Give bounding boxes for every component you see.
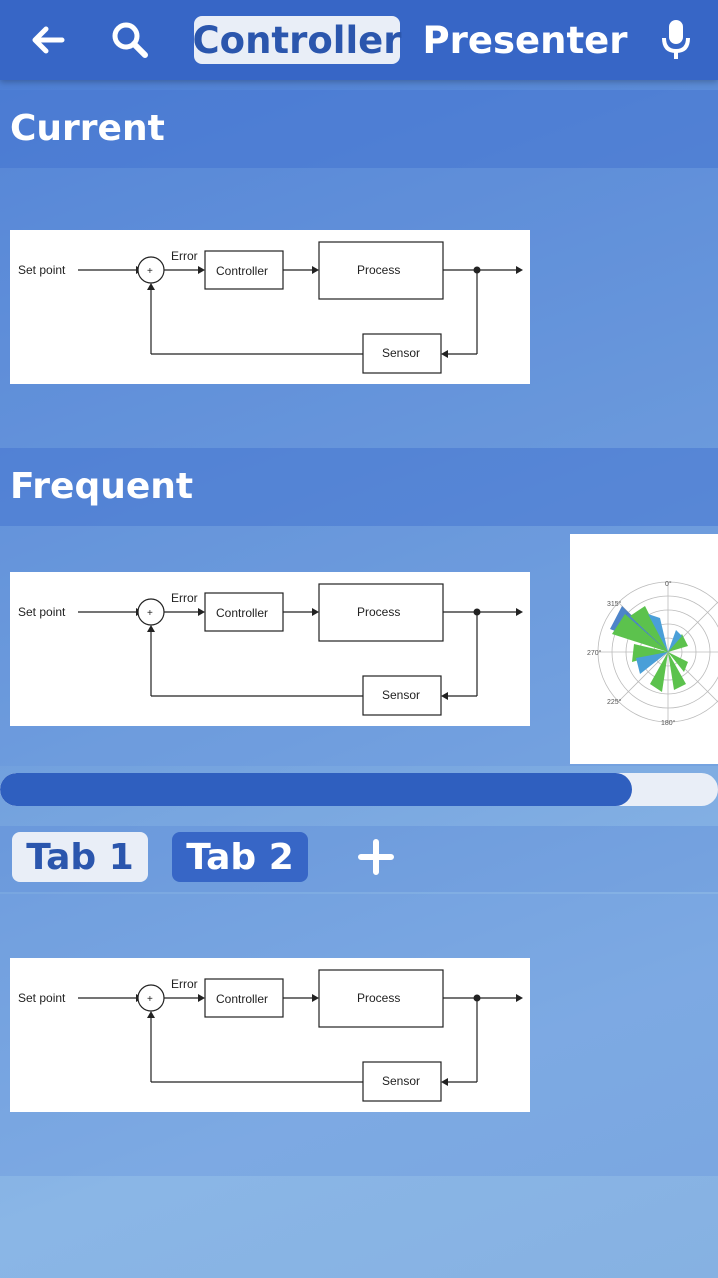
diagram-controller-label: Controller [216,992,268,1006]
search-button[interactable] [104,14,156,66]
current-section-header: Current [0,90,718,168]
diagram-set-point: Set point [18,605,66,619]
diagram-sensor-label: Sensor [382,346,420,360]
diagram-error-label: Error [171,249,198,263]
current-title: Current [10,108,165,149]
polar-label-225: 225° [607,698,622,706]
controller-block [204,592,284,632]
tab-controller[interactable]: Controller [192,16,402,64]
polar-chart-thumbnail[interactable]: 0° 315° 270° 225° 180° [570,534,718,764]
tab-1-label: Tab 1 [26,836,134,878]
tab-presenter[interactable]: Presenter [423,16,628,64]
diagram-controller-label: Controller [216,606,268,620]
polar-wedges [610,606,688,692]
search-icon [112,22,148,58]
summing-plus: + [147,608,153,619]
tab-2-label: Tab 2 [186,836,294,878]
frequent-section-header: Frequent [0,448,718,526]
process-block [318,969,444,1028]
tab-diagram-thumbnail[interactable]: Set point + Error Controller Process Sen… [10,958,530,1112]
microphone-button[interactable] [650,14,702,66]
frequent-diagram-thumbnail[interactable]: Set point + Error Controller Process Sen… [10,572,530,726]
controller-block [204,978,284,1018]
plus-icon [358,839,394,875]
top-app-bar: Controller Presenter [0,0,718,80]
horizontal-scrollbar[interactable] [0,773,718,806]
diagram-controller-label: Controller [216,264,268,278]
tab-controller-label: Controller [192,18,402,62]
summing-plus: + [147,994,153,1005]
back-button[interactable] [22,14,74,66]
diagram-set-point: Set point [18,991,66,1005]
sensor-block [362,333,442,374]
tab-2[interactable]: Tab 2 [172,832,308,882]
tab-1[interactable]: Tab 1 [12,832,148,882]
diagram-process-label: Process [357,263,400,277]
diagram-set-point: Set point [18,263,66,277]
tab-presenter-label: Presenter [422,18,628,62]
frequent-title: Frequent [10,466,194,507]
summing-plus: + [147,266,153,277]
add-tab-button[interactable] [350,832,402,882]
scrollbar-thumb[interactable] [0,773,632,806]
polar-label-315: 315° [607,600,622,608]
current-diagram-thumbnail[interactable]: Set point + Error Controller Process Sen… [10,230,530,384]
tab-bar: Tab 1 Tab 2 [0,826,718,892]
arrow-left-icon [32,26,65,54]
diagram-sensor-label: Sensor [382,688,420,702]
diagram-error-label: Error [171,977,198,991]
process-block [318,241,444,300]
diagram-sensor-label: Sensor [382,1074,420,1088]
microphone-icon [662,20,690,59]
polar-label-0: 0° [665,580,672,588]
diagram-process-label: Process [357,605,400,619]
sensor-block [362,1061,442,1102]
diagram-error-label: Error [171,591,198,605]
polar-label-180: 180° [661,719,676,727]
process-block [318,583,444,642]
polar-label-270: 270° [587,649,602,657]
diagram-process-label: Process [357,991,400,1005]
